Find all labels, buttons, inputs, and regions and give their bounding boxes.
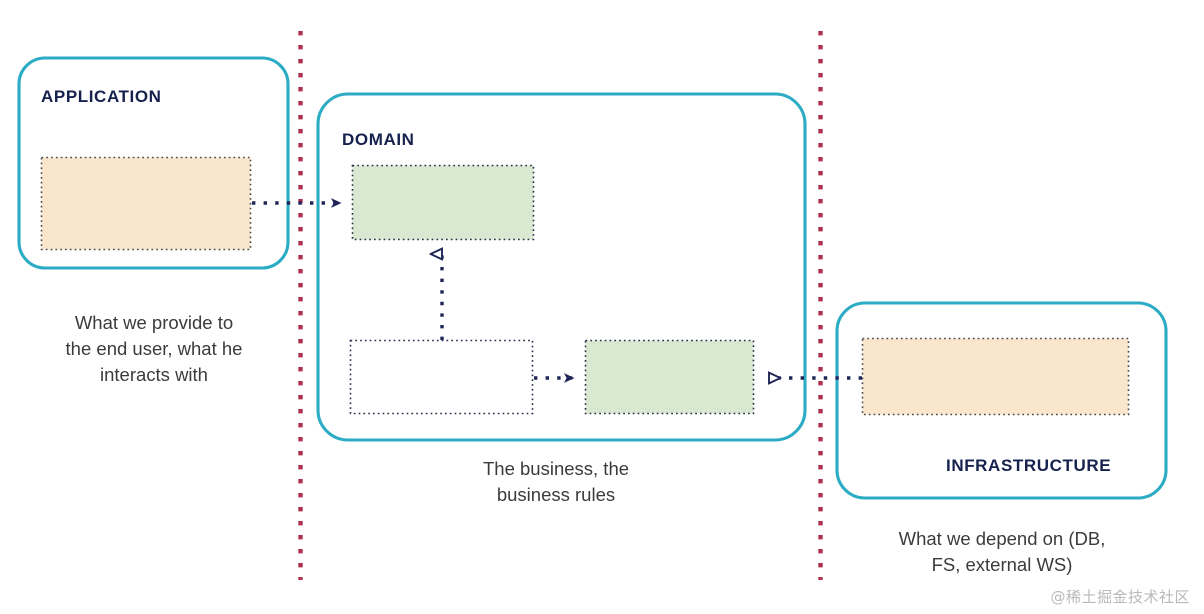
caption-infrastructure: What we depend on (DB, FS, external WS)	[898, 528, 1106, 575]
zone-domain[interactable]: DOMAIN	[316, 92, 807, 442]
domain-port-interface-box[interactable]	[349, 339, 534, 415]
zone-application-label: APPLICATION	[41, 87, 162, 106]
zone-application[interactable]: APPLICATION	[17, 56, 290, 270]
domain-model-box[interactable]	[584, 339, 755, 415]
zone-infrastructure[interactable]: INFRASTRUCTURE	[835, 301, 1168, 500]
zone-infrastructure-label: INFRASTRUCTURE	[946, 456, 1111, 475]
caption-domain: The business, the business rules	[482, 458, 630, 505]
infrastructure-adapter-box[interactable]	[861, 337, 1130, 416]
caption-application: What we provide to the end user, what he…	[65, 312, 243, 385]
zone-domain-label: DOMAIN	[342, 130, 415, 149]
application-component-box[interactable]	[40, 156, 252, 251]
watermark-text: @稀土掘金技术社区	[1050, 588, 1190, 606]
domain-service-box[interactable]	[351, 164, 535, 241]
